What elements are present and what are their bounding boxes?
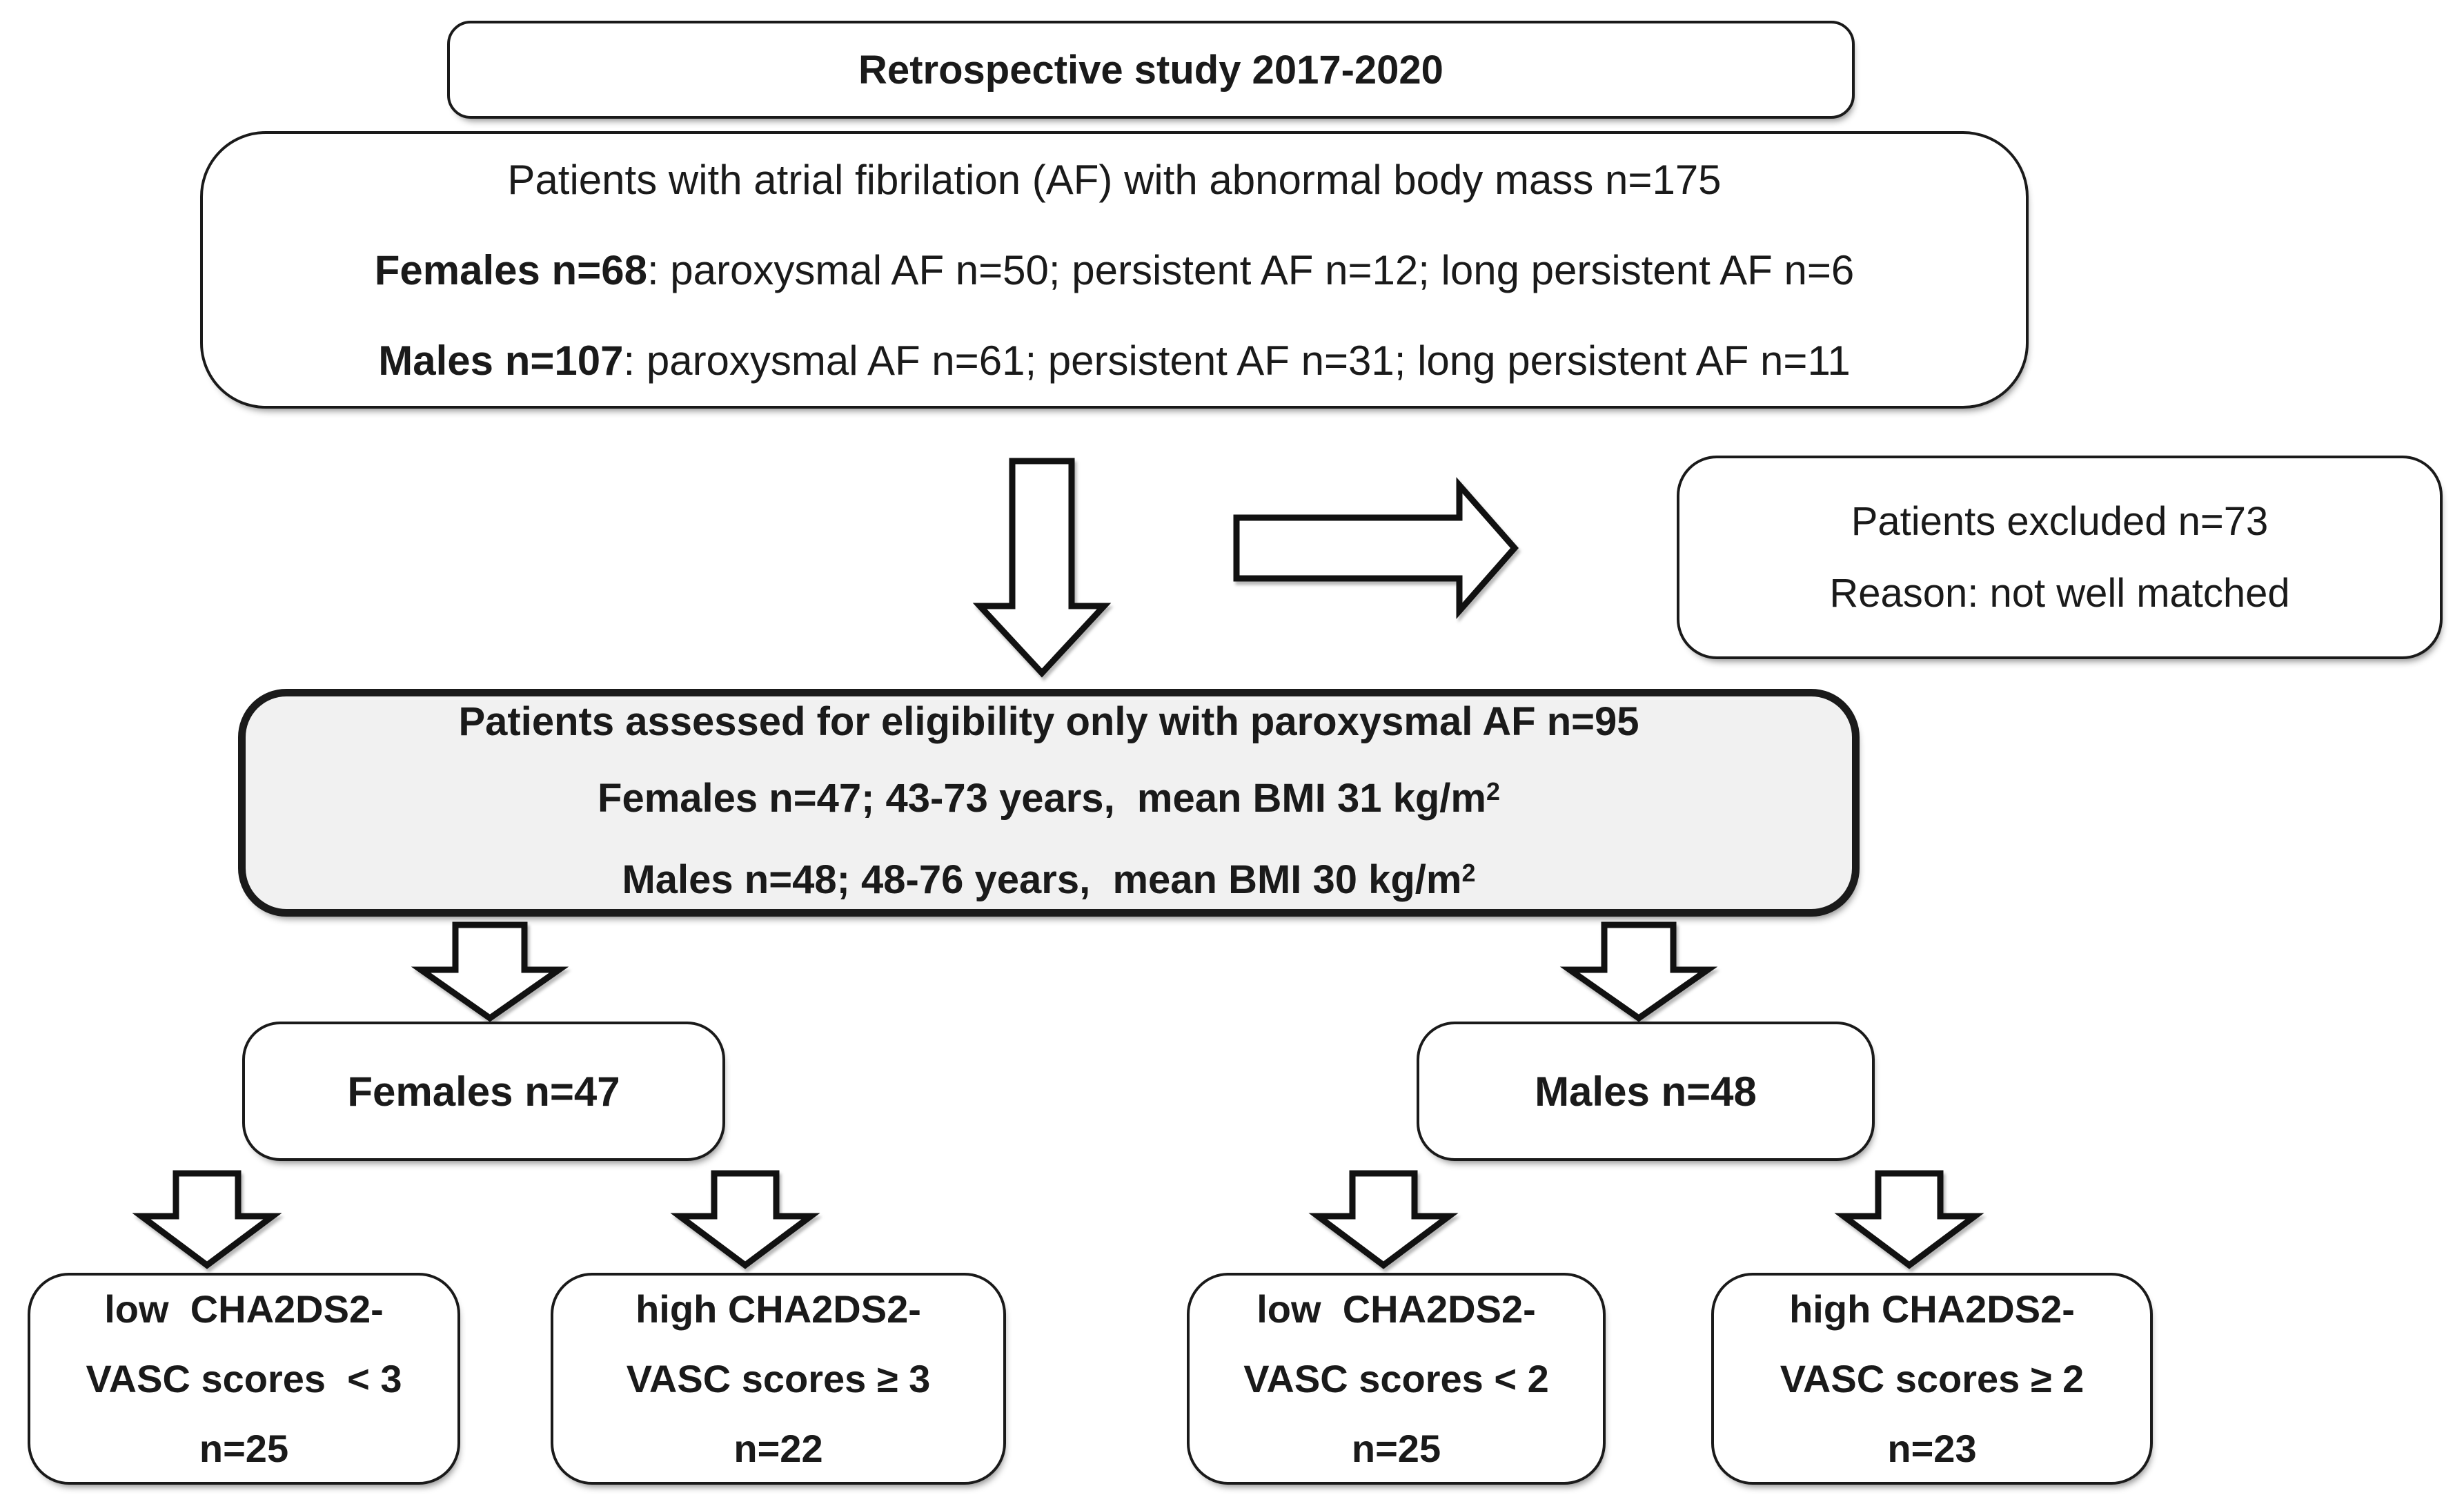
eligibility-box: Patients assessed for eligibility only w…	[238, 689, 1860, 917]
population-males-count: Males n=107	[378, 337, 624, 384]
excluded-reason: Reason: not well matched	[1829, 570, 2290, 616]
outcome-box-males-high: high CHA2DS2- VASC scores ≥ 2 n=23	[1711, 1273, 2153, 1485]
females-label: Females n=47	[347, 1068, 620, 1115]
title-label: Retrospective study 2017-2020	[858, 47, 1443, 92]
outcome-line: VASC scores < 2	[1243, 1357, 1549, 1400]
population-females-count: Females n=68	[374, 246, 647, 293]
arrow-right-excluded-icon	[1233, 477, 1519, 619]
population-males-detail: : paroxysmal AF n=61; persistent AF n=31…	[623, 337, 1851, 384]
population-line-total: Patients with atrial fibrilation (AF) wi…	[507, 156, 1722, 203]
outcome-line: high CHA2DS2-	[635, 1287, 921, 1331]
females-box: Females n=47	[242, 1022, 725, 1161]
outcome-line: low CHA2DS2-	[1256, 1287, 1536, 1331]
outcome-line: VASC scores ≥ 3	[626, 1357, 931, 1400]
outcome-line: VASC scores ≥ 2	[1780, 1357, 2084, 1400]
outcome-count: n=25	[199, 1427, 289, 1470]
eligibility-line-total: Patients assessed for eligibility only w…	[458, 699, 1639, 744]
eligibility-males-detail: Males n=48; 48-76 years, mean BMI 30 kg/…	[622, 857, 1462, 902]
arrow-down-males-low-icon	[1308, 1170, 1459, 1269]
arrow-down-main-icon	[972, 458, 1112, 678]
eligibility-line-females: Females n=47; 43-73 years, mean BMI 31 k…	[598, 760, 1500, 841]
title-box: Retrospective study 2017-2020	[447, 21, 1855, 119]
males-box: Males n=48	[1417, 1022, 1875, 1161]
outcome-count: n=23	[1887, 1427, 1977, 1470]
excluded-box: Patients excluded n=73 Reason: not well …	[1677, 456, 2443, 659]
outcome-box-females-high: high CHA2DS2- VASC scores ≥ 3 n=22	[551, 1273, 1006, 1485]
outcome-count: n=22	[733, 1427, 823, 1470]
population-line-males: Males n=107: paroxysmal AF n=61; persist…	[378, 315, 1850, 406]
eligibility-line-males: Males n=48; 48-76 years, mean BMI 30 kg/…	[622, 841, 1475, 923]
outcome-box-females-low: low CHA2DS2- VASC scores < 3 n=25	[28, 1273, 460, 1485]
outcome-line: low CHA2DS2-	[104, 1287, 384, 1331]
outcome-line: high CHA2DS2-	[1789, 1287, 2075, 1331]
excluded-count: Patients excluded n=73	[1851, 498, 2269, 544]
arrow-down-males-high-icon	[1834, 1170, 1984, 1269]
population-females-detail: : paroxysmal AF n=50; persistent AF n=12…	[647, 246, 1855, 293]
outcome-line: VASC scores < 3	[86, 1357, 402, 1400]
arrow-down-females-low-icon	[132, 1170, 282, 1269]
population-box: Patients with atrial fibrilation (AF) wi…	[200, 131, 2029, 409]
males-label: Males n=48	[1535, 1068, 1757, 1115]
population-line-females: Females n=68: paroxysmal AF n=50; persis…	[375, 225, 1855, 315]
outcome-box-males-low: low CHA2DS2- VASC scores < 2 n=25	[1187, 1273, 1606, 1485]
outcome-count: n=25	[1351, 1427, 1441, 1470]
arrow-down-females-icon	[411, 921, 569, 1022]
arrow-down-females-high-icon	[670, 1170, 820, 1269]
eligibility-females-sup: 2	[1486, 777, 1500, 806]
eligibility-females-detail: Females n=47; 43-73 years, mean BMI 31 k…	[598, 775, 1486, 821]
arrow-down-males-icon	[1559, 921, 1718, 1022]
eligibility-males-sup: 2	[1461, 859, 1476, 888]
